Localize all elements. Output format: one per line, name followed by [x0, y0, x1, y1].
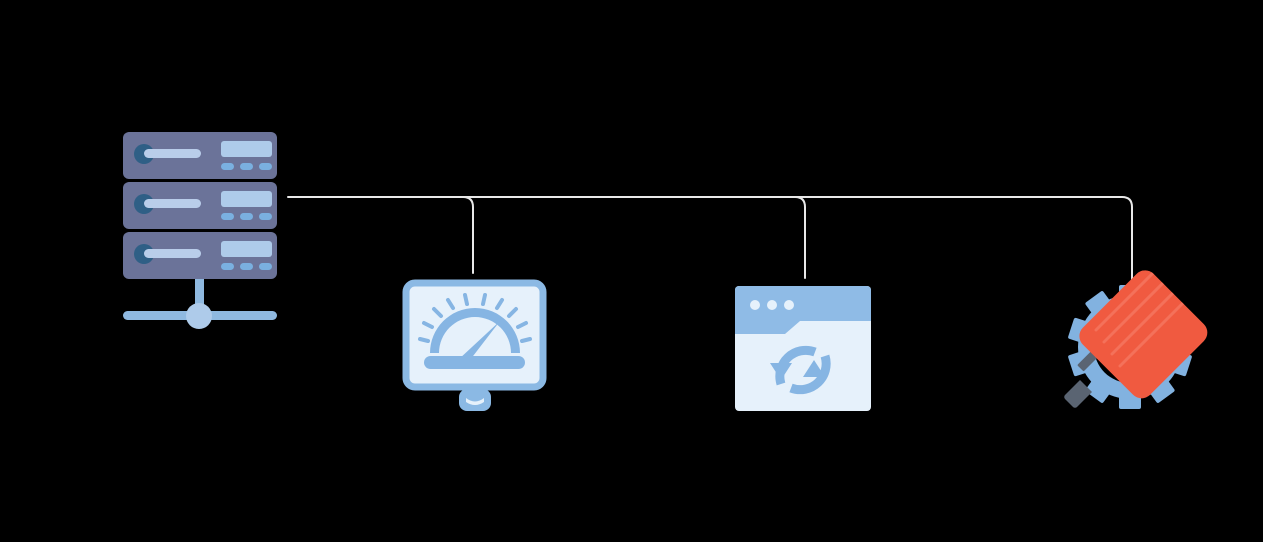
- sync-arrowheads: [770, 360, 825, 380]
- gauge-arc: [430, 308, 520, 353]
- gauge-base: [424, 356, 525, 369]
- chip-indicator: [259, 163, 272, 170]
- network-node: [186, 303, 212, 329]
- gauge-icon: [418, 293, 532, 369]
- server-rack-icon[interactable]: [123, 132, 277, 329]
- server-unit-1: [123, 132, 277, 179]
- activity-bar: [144, 249, 201, 258]
- window-dot: [750, 300, 760, 310]
- server-base: [123, 279, 277, 329]
- browser-titlebar: [735, 286, 871, 334]
- sync-arrow-down: [770, 363, 792, 380]
- connector-lines: [287, 196, 1133, 283]
- monitor-screen-frame: [402, 279, 547, 391]
- display-panel: [221, 241, 272, 257]
- screwdriver-tip: [1064, 380, 1092, 408]
- activity-bar: [144, 149, 201, 158]
- gear-screwdriver-icon[interactable]: [1064, 246, 1212, 409]
- server-unit-2: [123, 182, 277, 229]
- chip-indicator: [240, 263, 253, 270]
- window-dot: [784, 300, 794, 310]
- chip-indicator: [221, 163, 234, 170]
- chip-indicator: [221, 263, 234, 270]
- chip-indicator: [221, 213, 234, 220]
- connector-branch-sync: [794, 196, 806, 279]
- sync-arc-bottom: [789, 354, 831, 395]
- chip-indicator: [259, 213, 272, 220]
- server-unit-3: [123, 232, 277, 279]
- chip-indicator: [259, 263, 272, 270]
- gauge-needle: [458, 321, 500, 360]
- connector-branch-config: [1121, 196, 1133, 283]
- browser-titlebar-dots: [750, 300, 794, 310]
- activity-bar: [144, 199, 201, 208]
- display-panel: [221, 141, 272, 157]
- connector-branch-monitoring: [462, 196, 474, 274]
- browser-sync-icon[interactable]: [735, 286, 871, 411]
- gauge-ticks: [418, 293, 532, 343]
- window-dot: [767, 300, 777, 310]
- chip-indicator: [240, 163, 253, 170]
- chip-indicator: [240, 213, 253, 220]
- display-panel: [221, 191, 272, 207]
- server-stem: [195, 279, 204, 313]
- sync-arrow-up: [803, 360, 825, 377]
- monitor-gauge-icon[interactable]: [402, 279, 547, 411]
